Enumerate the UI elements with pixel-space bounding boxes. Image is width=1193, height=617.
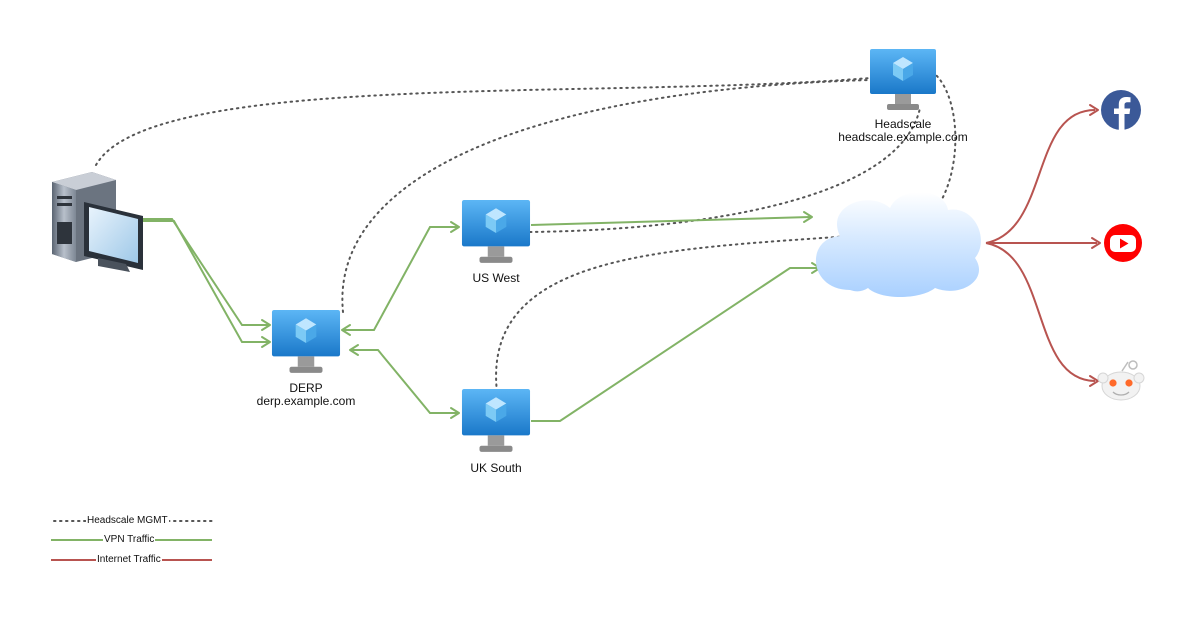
- derp-host: derp.example.com: [256, 394, 356, 408]
- mgmt-link-derp: [341, 79, 871, 313]
- us-west-label: US West: [472, 271, 520, 285]
- vpn-link-derp-uksouth: [350, 349, 457, 414]
- mgmt-link-uksouth: [495, 74, 957, 393]
- legend-mgmt-label: Headscale MGMT: [86, 515, 169, 526]
- us-west-vm-icon: [461, 200, 531, 263]
- vpn-link-client-derp-2: [143, 220, 268, 343]
- headscale-vm-icon: [870, 49, 936, 110]
- derp-label: DERP derp.example.com: [246, 382, 366, 408]
- vpn-link-uswest-internet: [530, 216, 811, 226]
- derp-vm-icon: [271, 310, 341, 373]
- facebook-icon: [1101, 90, 1141, 130]
- vpn-link-derp-uswest: [342, 226, 457, 331]
- uk-south-label: UK South: [470, 461, 522, 475]
- headscale-host: headscale.example.com: [838, 130, 968, 144]
- vpn-link-uksouth-internet: [531, 267, 818, 422]
- cloud-icon: [815, 192, 981, 297]
- legend-internet-label: Internet Traffic: [96, 554, 162, 565]
- desktop-computer-icon: [52, 172, 143, 272]
- mgmt-link-uswest: [529, 107, 921, 233]
- reddit-icon: [1097, 360, 1145, 401]
- vpn-link-client-derp-1: [143, 218, 268, 326]
- internet-link-facebook: [985, 109, 1096, 244]
- headscale-name: Headscale: [874, 117, 932, 131]
- uk-south-vm-icon: [461, 389, 531, 452]
- internet-link-reddit: [985, 242, 1096, 382]
- mgmt-link-client: [95, 77, 871, 166]
- headscale-label: Headscale headscale.example.com: [838, 118, 968, 144]
- legend-vpn-label: VPN Traffic: [103, 534, 156, 545]
- derp-name: DERP: [289, 381, 323, 395]
- youtube-icon: [1104, 224, 1142, 262]
